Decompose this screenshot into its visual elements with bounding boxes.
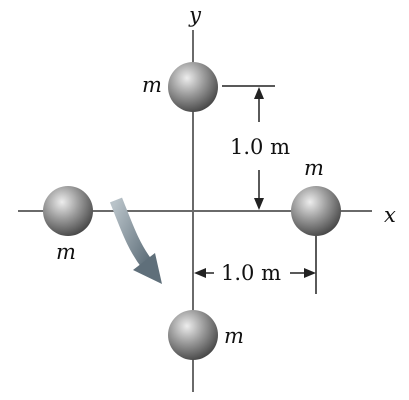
mass-left: m (43, 186, 93, 264)
dimension-arrowhead-right (304, 268, 316, 278)
dimension-arrowhead-down (254, 198, 264, 210)
mass-right-label: m (304, 156, 324, 180)
mass-bottom: m (168, 310, 244, 360)
curved-rotation-arrow-icon (109, 197, 162, 284)
mass-top: m (142, 62, 218, 112)
vertical-dimension-label: 1.0 m (230, 135, 290, 159)
x-axis-label: x (384, 203, 396, 227)
dimension-arrowhead-up (254, 87, 264, 99)
mass-left-label: m (56, 240, 76, 264)
mass-top-label: m (142, 73, 162, 97)
horizontal-dimension-label: 1.0 m (221, 261, 281, 285)
y-axis-label: y (188, 3, 202, 27)
mass-bottom-label: m (224, 324, 244, 348)
mass-right: m (291, 156, 341, 236)
